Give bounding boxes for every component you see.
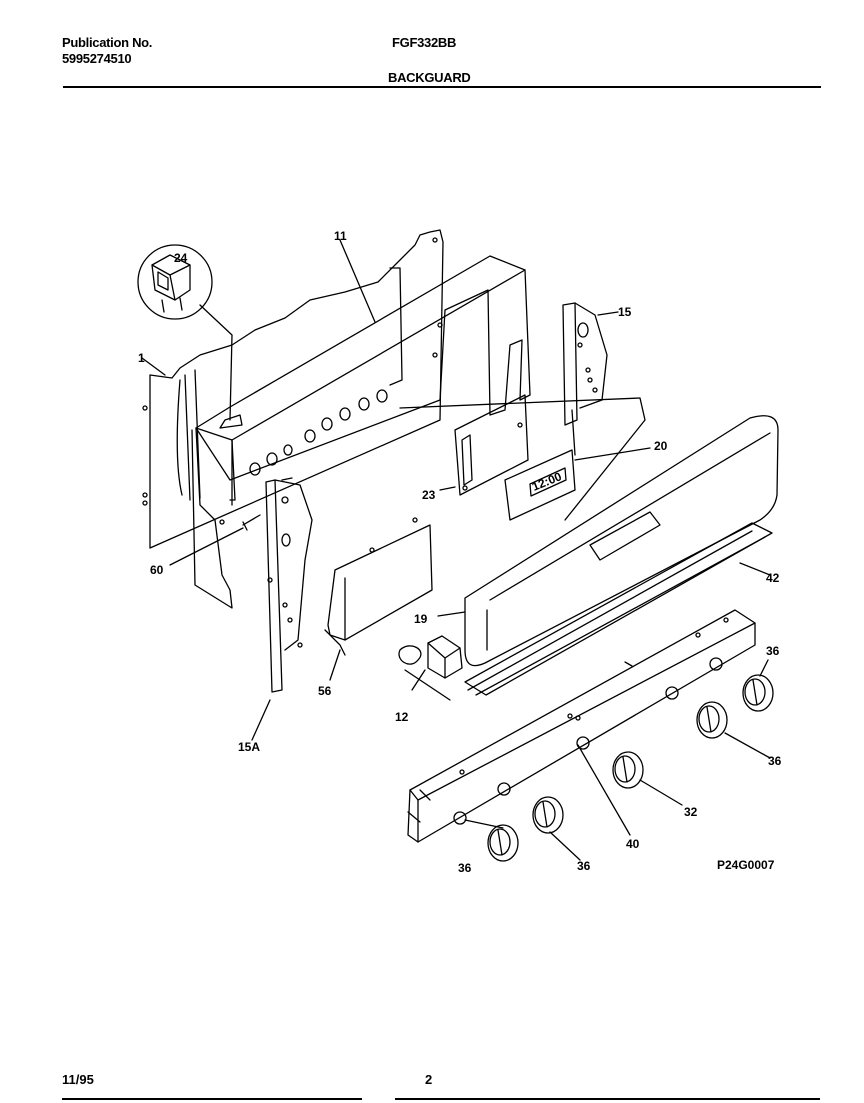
callout-36-c: 36 xyxy=(458,861,472,875)
knob-2 xyxy=(532,796,564,834)
part-24-switch-detail xyxy=(137,244,233,421)
part-20-clock-display: 12:00 xyxy=(504,447,651,521)
callout-15: 15 xyxy=(618,305,632,319)
callout-1: 1 xyxy=(138,351,145,365)
publication-number: 5995274510 xyxy=(62,51,132,66)
part-23-clock-bracket xyxy=(439,394,529,496)
part-12-thermostat xyxy=(398,635,463,701)
knob-4 xyxy=(696,701,728,739)
control-knobs xyxy=(464,659,774,862)
leader-1 xyxy=(141,357,166,376)
drawing-code: P24G0007 xyxy=(717,858,775,872)
callout-60: 60 xyxy=(150,563,164,577)
callout-36-d: 36 xyxy=(577,859,591,873)
footer-rule-left xyxy=(62,1098,362,1100)
knob-3 xyxy=(612,751,644,789)
callout-11: 11 xyxy=(334,229,347,243)
clock-display-text: 12:00 xyxy=(530,469,564,494)
callout-42: 42 xyxy=(766,571,780,585)
callout-32: 32 xyxy=(684,805,698,819)
part-19-control-panel xyxy=(399,397,779,667)
part-42-trim-strip xyxy=(464,522,773,696)
callout-12: 12 xyxy=(395,710,409,724)
part-15A-left-bracket xyxy=(251,477,313,741)
footer-page-number: 2 xyxy=(425,1072,433,1087)
footer-date: 11/95 xyxy=(62,1072,94,1087)
callout-40: 40 xyxy=(626,837,640,851)
part-40-manifold-panel xyxy=(407,609,756,843)
callout-19: 19 xyxy=(414,612,428,626)
callout-36-b: 36 xyxy=(768,754,782,768)
section-title: BACKGUARD xyxy=(388,70,471,85)
footer-rule-right xyxy=(395,1098,820,1100)
callout-20: 20 xyxy=(654,439,668,453)
publication-label: Publication No. xyxy=(62,35,153,50)
part-1-back-panel xyxy=(142,229,444,549)
leader-11 xyxy=(339,239,376,323)
callout-36-a: 36 xyxy=(766,644,780,658)
model-number: FGF332BB xyxy=(392,35,457,50)
knob-1 xyxy=(487,824,519,862)
part-15-right-bracket xyxy=(562,302,619,426)
callout-56: 56 xyxy=(318,684,332,698)
callout-24: 24 xyxy=(174,251,188,265)
callout-labels: 1 24 11 15 20 23 60 19 42 56 12 15A 36 3… xyxy=(138,229,782,875)
callout-15A: 15A xyxy=(238,740,260,754)
part-56-heat-shield xyxy=(324,517,433,681)
knob-5 xyxy=(742,674,774,712)
part-60-screw xyxy=(169,514,261,566)
part-11-backguard-panel xyxy=(191,255,531,609)
callout-23: 23 xyxy=(422,488,436,502)
header-rule xyxy=(63,86,821,88)
